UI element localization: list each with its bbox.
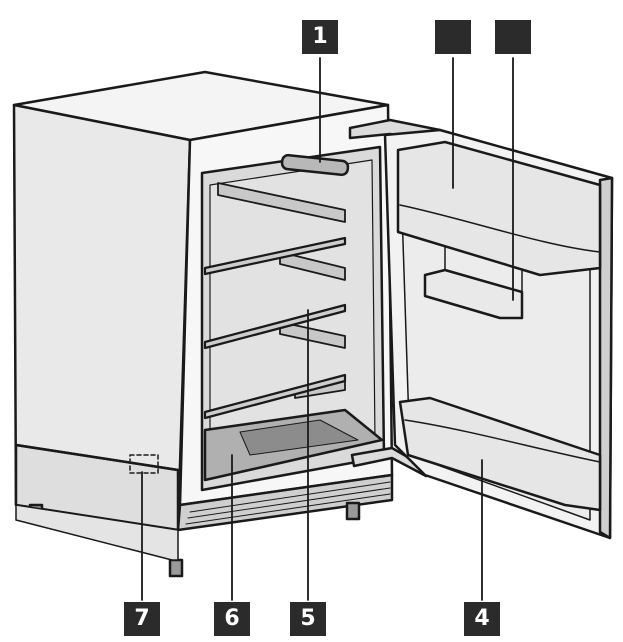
- callout-4: 4: [464, 602, 500, 636]
- callout-2: [435, 20, 471, 54]
- shelf: [203, 236, 347, 276]
- callout-1: 1: [302, 20, 338, 54]
- callout-7: 7: [124, 602, 160, 636]
- foot: [168, 558, 184, 578]
- callout-6: 6: [214, 602, 250, 636]
- shelf-rails: [217, 182, 346, 399]
- callout-3: [495, 20, 531, 54]
- interior: [200, 145, 386, 492]
- interior-light: [280, 153, 350, 177]
- door-upper-compartment: [396, 140, 602, 277]
- shelves: [203, 236, 347, 420]
- callout-5: 5: [290, 602, 326, 636]
- rating-plate: [129, 454, 159, 474]
- foot: [345, 501, 361, 521]
- door: [383, 128, 614, 540]
- shelf: [203, 373, 347, 420]
- leader-lines: [141, 57, 514, 601]
- shelf: [203, 303, 347, 350]
- door-lower-bin: [398, 396, 602, 512]
